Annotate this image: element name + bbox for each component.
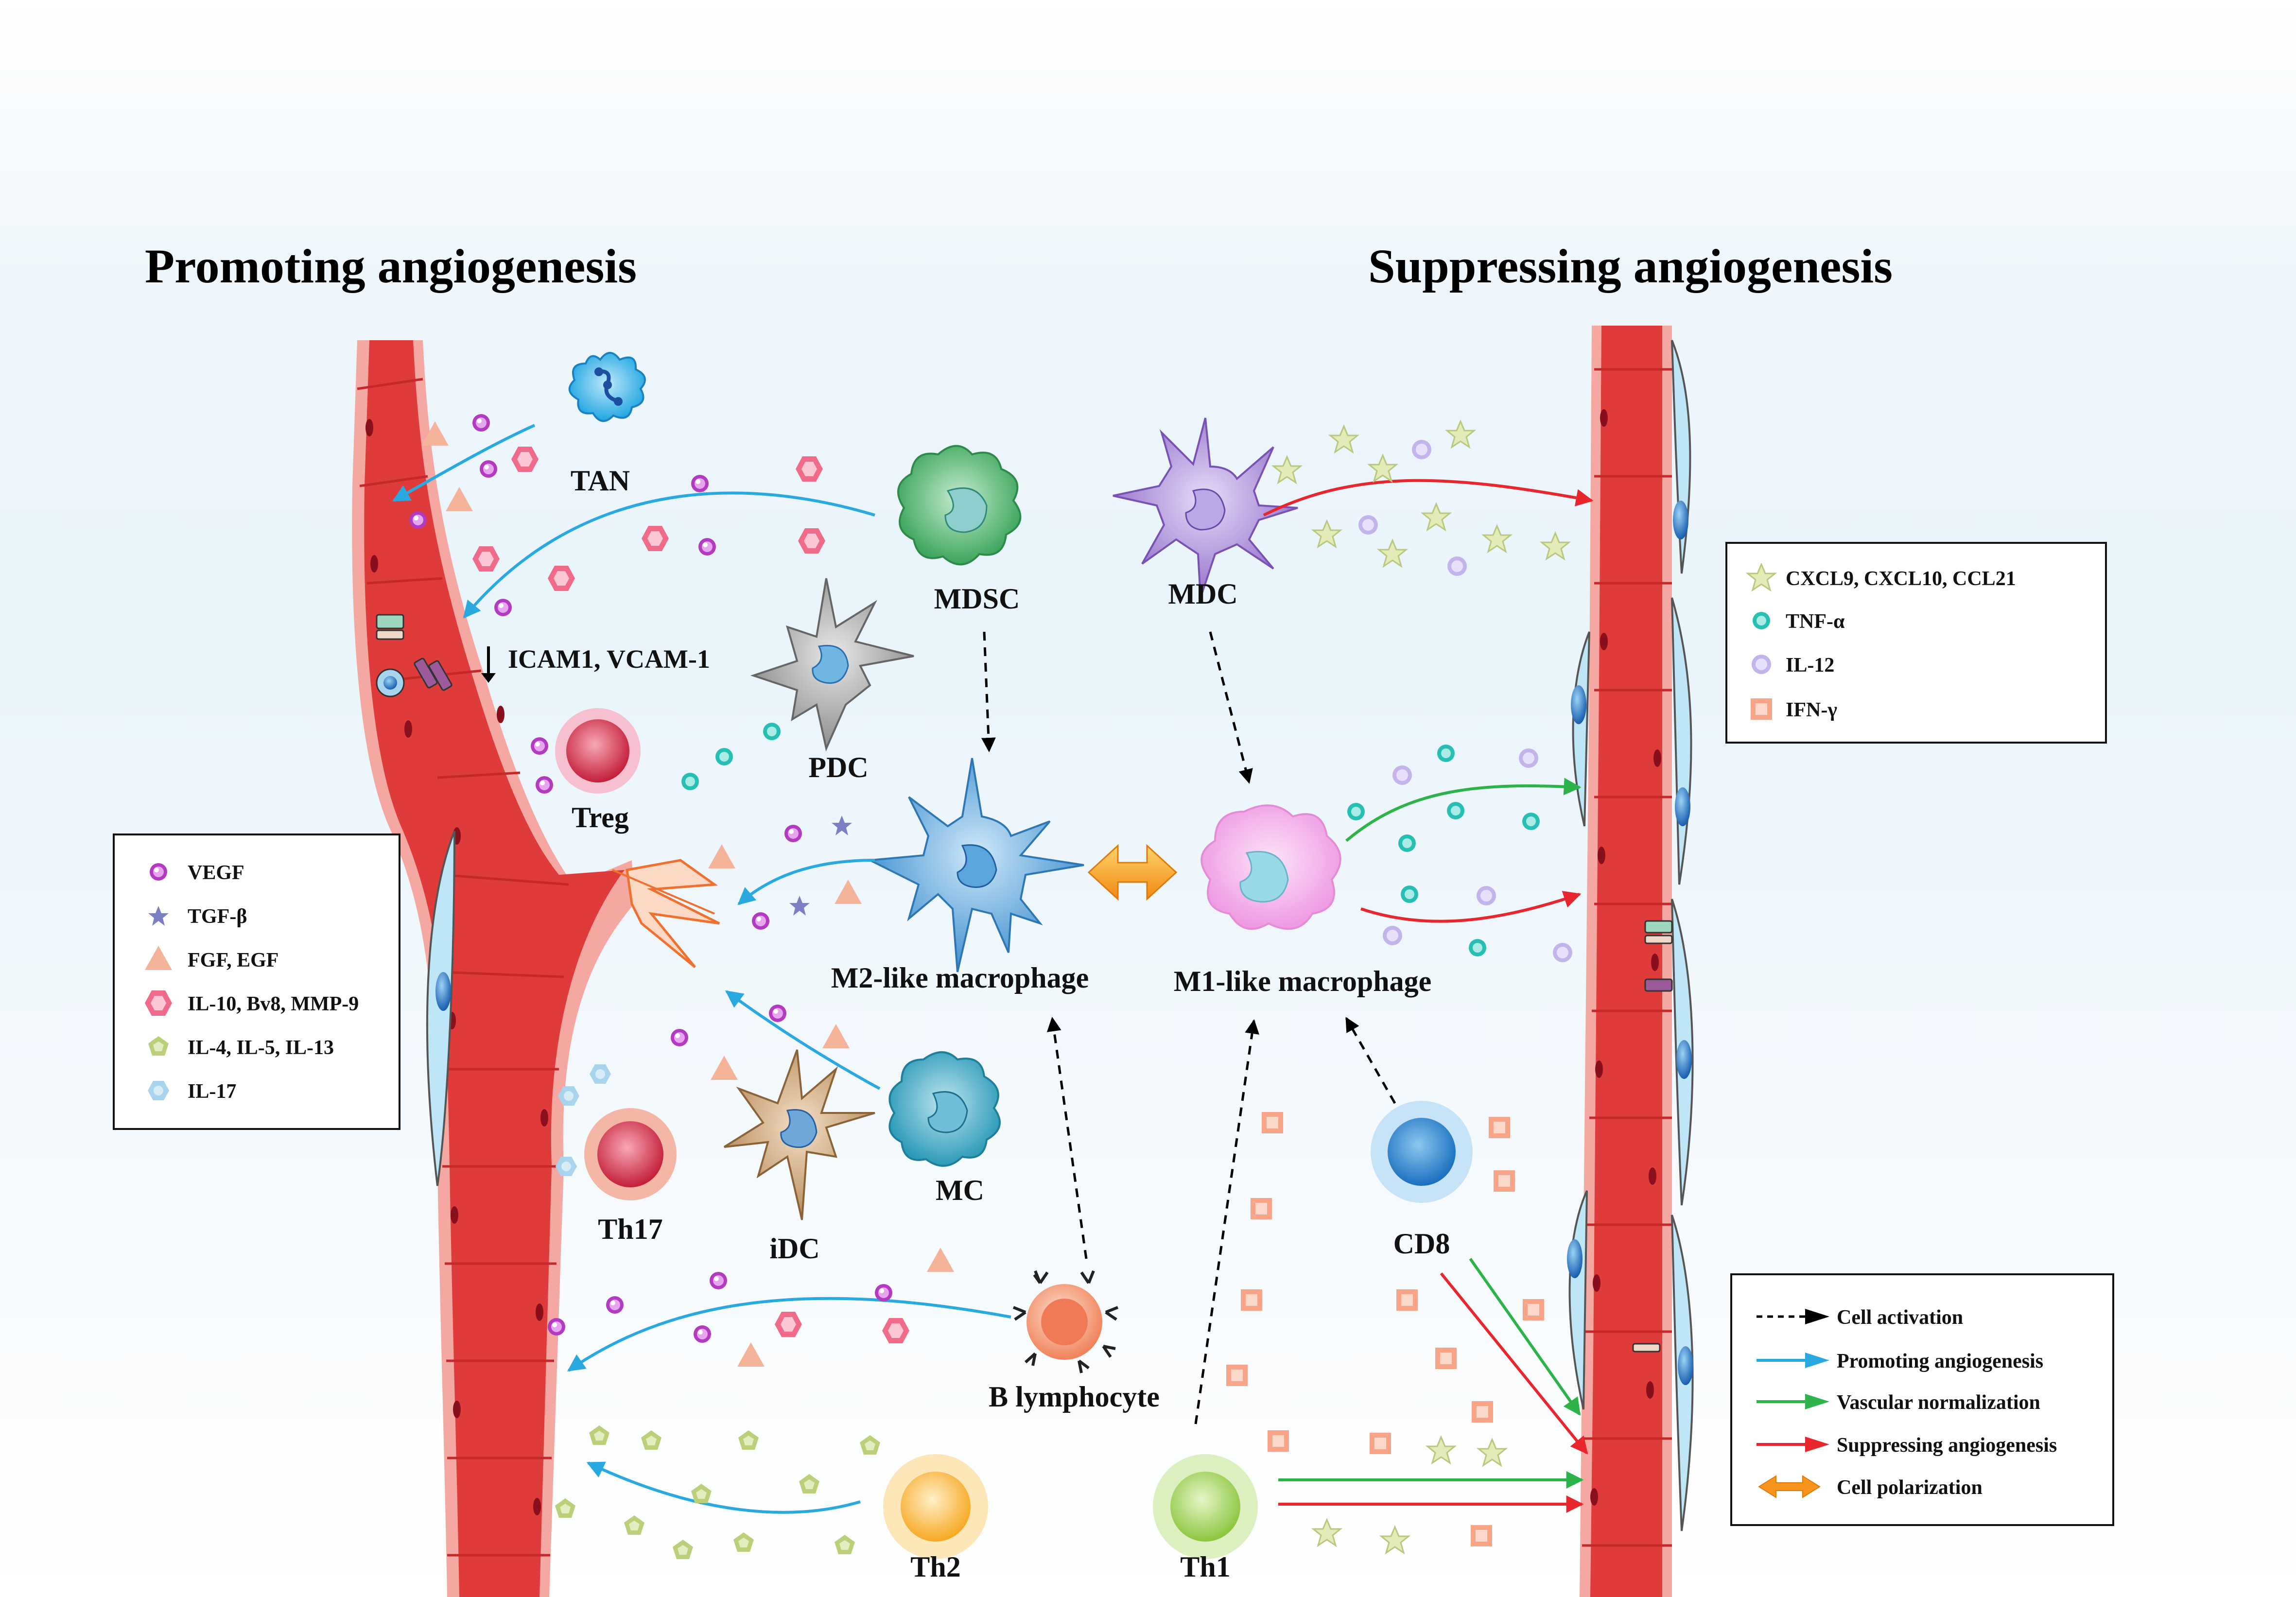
legend-row-cxcl: CXCL9, CXCL10, CCL21	[1727, 563, 2105, 592]
right-blood-vessel	[1567, 326, 1694, 1597]
legend-row-il4: IL-4, IL-5, IL-13	[115, 1032, 399, 1061]
cytokine-legend-left: VEGF TGF-β FGF, EGF IL-10, Bv8, MMP-9 IL…	[113, 833, 400, 1130]
legend-label: IL-10, Bv8, MMP-9	[188, 993, 359, 1015]
polarization-arrow-icon	[1087, 844, 1178, 901]
label-mdsc: MDSC	[934, 583, 1020, 615]
suppressing-arrows	[1263, 479, 1594, 1513]
legend-row-il10: IL-10, Bv8, MMP-9	[115, 989, 399, 1018]
legend-label: Promoting angiogenesis	[1837, 1350, 2044, 1372]
legend-row-fgf: FGF, EGF	[115, 945, 399, 974]
legend-label: IL-17	[188, 1080, 237, 1103]
legend-label: FGF, EGF	[188, 949, 279, 972]
legend-row-vegf: VEGF	[115, 857, 399, 886]
label-b-lymphocyte: B lymphocyte	[989, 1381, 1160, 1413]
arrow-legend: Cell activation Promoting angiogenesis V…	[1730, 1273, 2114, 1526]
legend-label: VEGF	[188, 862, 244, 884]
mc-cell-icon	[888, 1051, 1001, 1167]
legend-row-tgf: TGF-β	[115, 901, 399, 930]
label-treg: Treg	[572, 801, 629, 833]
legend-label: CXCL9, CXCL10, CCL21	[1786, 568, 2016, 590]
th1-cell-icon	[1153, 1454, 1258, 1559]
treg-cell-icon	[555, 708, 641, 794]
left-blood-vessel	[352, 340, 720, 1597]
label-idc: iDC	[769, 1232, 820, 1265]
b-lymphocyte-icon	[1012, 1270, 1119, 1373]
label-th17: Th17	[598, 1213, 663, 1245]
label-mc: MC	[936, 1174, 984, 1206]
cytokine-legend-right: CXCL9, CXCL10, CCL21 TNF-α IL-12 IFN-γ	[1725, 542, 2107, 744]
label-m2-macrophage: M2-like macrophage	[831, 962, 1089, 994]
label-mdc: MDC	[1168, 578, 1238, 610]
legend-label: IL-12	[1786, 654, 1835, 677]
vegf-circle-icon	[150, 863, 167, 881]
normalization-arrow-icon	[1757, 1394, 1829, 1409]
label-tan: TAN	[570, 465, 630, 497]
legend-label: Vascular normalization	[1837, 1391, 2040, 1414]
normalization-arrows	[1278, 778, 1584, 1489]
legend-row-polarization: Cell polarization	[1732, 1472, 2112, 1501]
cd8-cell-icon	[1371, 1101, 1473, 1203]
suppressing-arrow-icon	[1757, 1437, 1829, 1452]
heading-suppressing: Suppressing angiogenesis	[1368, 239, 1893, 293]
legend-label: Cell polarization	[1837, 1476, 1983, 1499]
adhesion-annotation: ICAM1, VCAM-1	[508, 644, 710, 674]
il4-molecules	[555, 1425, 880, 1559]
legend-label: TGF-β	[188, 905, 247, 928]
th17-cell-icon	[584, 1108, 677, 1200]
promoting-arrows	[392, 424, 1011, 1514]
down-arrow-icon	[481, 646, 496, 683]
th2-cell-icon	[883, 1454, 988, 1559]
legend-label: IL-4, IL-5, IL-13	[188, 1037, 334, 1059]
label-th1: Th1	[1180, 1551, 1231, 1583]
legend-row-ifn: IFN-γ	[1727, 694, 2105, 724]
tan-cell-icon	[568, 352, 646, 422]
label-pdc: PDC	[808, 751, 869, 783]
promoting-arrow-icon	[1757, 1353, 1829, 1368]
m2-macrophage-icon	[866, 758, 1084, 972]
mdsc-cell-icon	[897, 445, 1022, 566]
m1-macrophage-icon	[1200, 804, 1341, 930]
legend-label: IFN-γ	[1786, 699, 1837, 721]
il17-circle-icon	[148, 1081, 169, 1100]
idc-cell-icon	[723, 1049, 875, 1220]
mdc-cell-icon	[1113, 417, 1298, 598]
pdc-cell-icon	[750, 578, 914, 752]
heading-promoting: Promoting angiogenesis	[145, 239, 637, 293]
il12-molecules	[1358, 440, 1572, 962]
activation-arrows	[981, 631, 1396, 1424]
legend-label: Cell activation	[1837, 1306, 1964, 1329]
legend-row-suppressing: Suppressing angiogenesis	[1732, 1430, 2112, 1459]
legend-row-normalization: Vascular normalization	[1732, 1387, 2112, 1416]
polarization-arrow-icon	[1758, 1475, 1821, 1498]
il4-pentagon-icon	[148, 1036, 169, 1056]
legend-label: Suppressing angiogenesis	[1837, 1434, 2057, 1457]
legend-label: TNF-α	[1786, 610, 1845, 633]
legend-row-activation: Cell activation	[1732, 1302, 2112, 1331]
legend-row-tnf: TNF-α	[1727, 606, 2105, 635]
legend-row-il17: IL-17	[115, 1076, 399, 1105]
label-m1-macrophage: M1-like macrophage	[1173, 965, 1432, 997]
legend-row-promoting: Promoting angiogenesis	[1732, 1346, 2112, 1375]
tgf-star-icon	[148, 906, 169, 926]
cell-activation-arrow-icon	[1757, 1309, 1829, 1324]
fgf-triangle-icon	[145, 946, 172, 970]
legend-row-il12: IL-12	[1727, 650, 2105, 679]
il10-hexagon-icon	[145, 990, 172, 1016]
label-th2: Th2	[910, 1551, 961, 1583]
label-cd8: CD8	[1393, 1228, 1450, 1260]
